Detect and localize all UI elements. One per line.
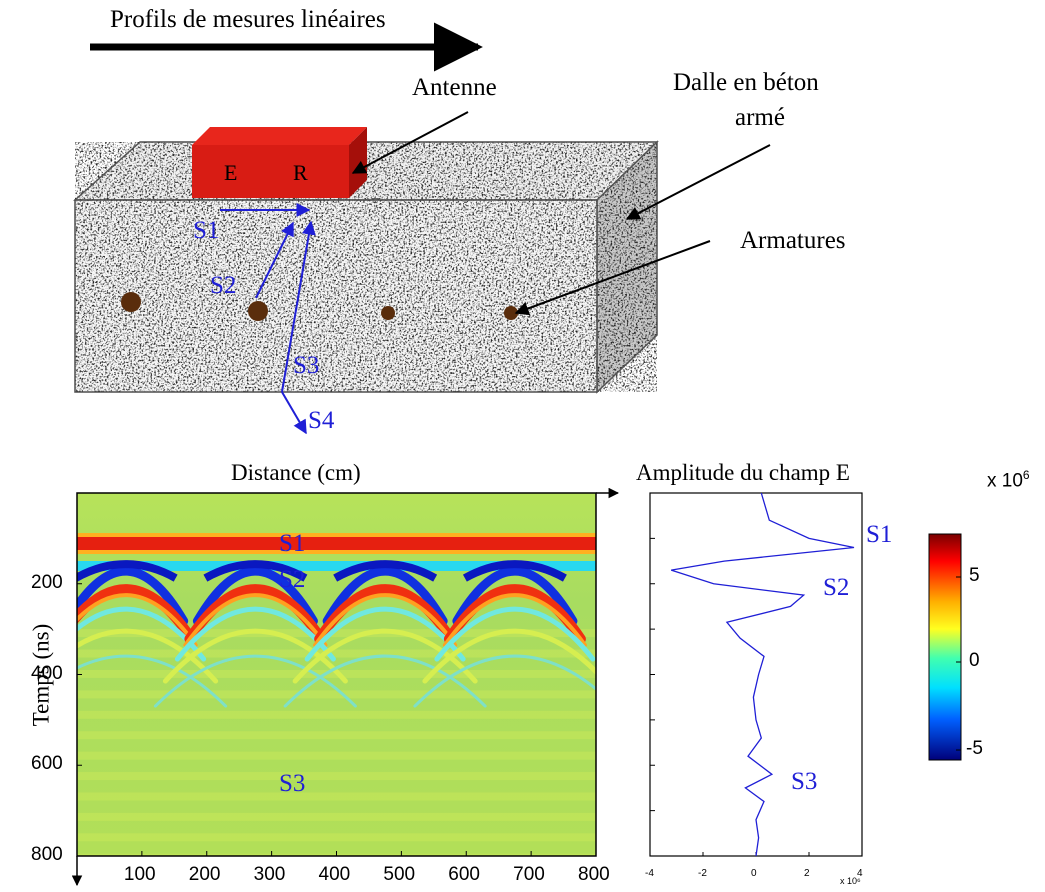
slab-label-line1: Dalle en béton: [673, 69, 819, 96]
trace-annotation-s1: S1: [866, 521, 893, 548]
antenna-pointer-arrow: [351, 111, 469, 174]
radargram-x-tick-label: 800: [578, 864, 610, 885]
trace-frame: [649, 492, 863, 857]
emitter-letter: E: [224, 160, 238, 185]
radargram-ticks: [77, 583, 597, 857]
radargram-band: [77, 792, 596, 801]
trace-series-line: [671, 492, 855, 857]
s2-cyan-band: [77, 561, 596, 571]
rebar-hyperbola: [413, 560, 596, 708]
radargram-y-tick-label: 800: [31, 844, 63, 865]
rebar-hyperbola: [77, 560, 228, 708]
colorbar-tick-label: 5: [969, 565, 980, 586]
s1-red-band: [77, 536, 596, 551]
trace-x-tick-label: 0: [751, 868, 757, 879]
colorbar-tick-label: 0: [969, 650, 980, 671]
radargram-xlabel: Distance (cm): [231, 460, 361, 485]
radargram-x-tick-label: 600: [448, 864, 480, 885]
radargram-band: [77, 710, 596, 719]
signal-label-s3: S3: [293, 352, 320, 379]
ray-s2: [255, 221, 294, 299]
radargram-y-tick-label: 200: [31, 571, 63, 593]
signal-label-s1: S1: [193, 217, 220, 244]
radargram-x-tick-label: 200: [188, 864, 221, 885]
trace-x-multiplier: x 10⁶: [840, 876, 861, 886]
slab-pointer-arrow: [625, 144, 771, 220]
colorbar-multiplier-exp: 6: [1022, 468, 1030, 482]
antenna-label: Antenne: [412, 74, 497, 101]
rebar-hyperbola: [153, 560, 357, 708]
radargram-x-tick-label: 500: [383, 864, 416, 885]
rebar-pointer-arrow: [514, 240, 711, 316]
radargram-x-tick-label: 100: [123, 864, 156, 885]
rebar-circle: [248, 301, 268, 321]
rebar-hyperbola: [283, 560, 487, 708]
radargram-band: [77, 690, 596, 699]
trace-annotation-s2: S2: [823, 574, 850, 601]
radargram-x-tick-label: 700: [513, 864, 545, 885]
ray-s4: [281, 391, 307, 435]
trace-x-tick-label: -2: [698, 868, 707, 879]
ray-s3: [281, 220, 316, 393]
colorbar-multiplier-base: x 10: [987, 470, 1023, 492]
colorbar-tick-label: -5: [966, 738, 983, 759]
colorbar-ticks: [956, 576, 961, 751]
trace-x-tick-label: 4: [857, 868, 863, 879]
signal-label-s4: S4: [308, 407, 335, 434]
colorbar: [928, 533, 962, 761]
radargram-annotation-s3: S3: [279, 770, 306, 797]
radargram-annotation-s2: S2: [279, 566, 306, 593]
rebars: [121, 292, 518, 321]
rebar-circle: [381, 306, 395, 320]
radargram-band: [77, 649, 596, 658]
radargram-annotation-s1: S1: [279, 530, 306, 557]
trace-x-tick-label: -4: [645, 868, 654, 879]
radargram-image: [77, 493, 596, 856]
trace-ticks: [649, 492, 863, 857]
radargram-y-tick-label: 600: [31, 753, 63, 775]
ray-paths: [220, 203, 316, 435]
radargram-band: [77, 751, 596, 760]
rebar-label: Armatures: [740, 227, 846, 254]
trace-annotation-s3: S3: [791, 768, 818, 795]
signal-label-s2: S2: [210, 272, 237, 299]
rebar-circle: [121, 292, 141, 312]
radargram-y-tick-label: 400: [31, 662, 63, 684]
rebar-circle: [504, 306, 518, 320]
slab-label-line2: armé: [735, 104, 785, 131]
radargram-band: [77, 812, 596, 821]
receiver-letter: R: [293, 160, 308, 185]
radargram-band: [77, 772, 596, 781]
trace-title: Amplitude du champ E: [636, 460, 850, 485]
radargram-band: [77, 731, 596, 740]
trace-x-tick-label: 2: [804, 868, 810, 879]
radargram-x-tick-label: 300: [253, 864, 286, 885]
radargram-band: [77, 833, 596, 842]
antenna-box: [192, 127, 367, 198]
colorbar-multiplier: x 106: [987, 468, 1030, 492]
profile-title: Profils de mesures linéaires: [110, 6, 386, 33]
radargram-band: [77, 629, 596, 638]
radargram-x-tick-label: 400: [318, 864, 351, 885]
